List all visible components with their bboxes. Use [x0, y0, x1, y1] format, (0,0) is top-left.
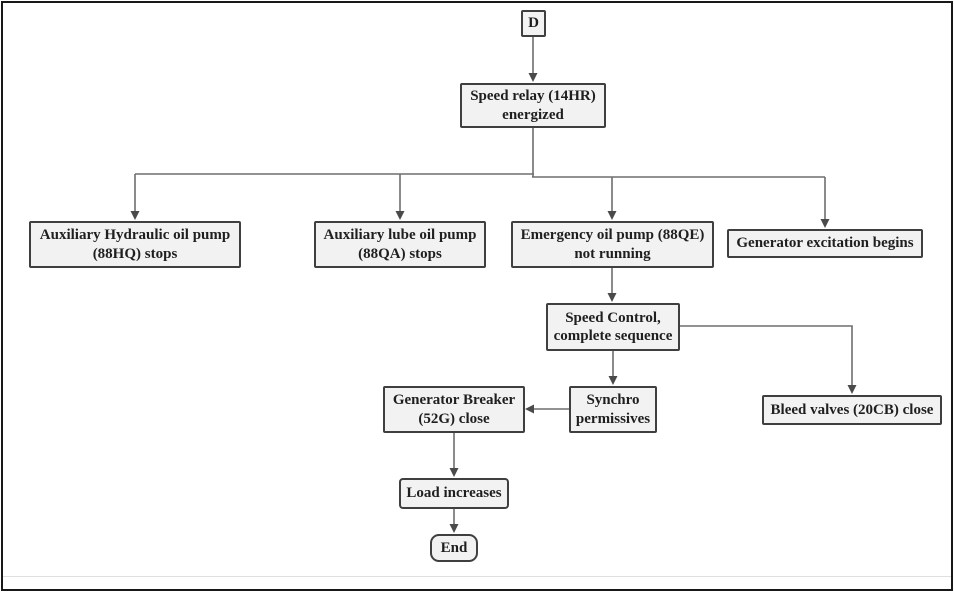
- node-gen-excitation: Generator excitation begins: [727, 229, 923, 258]
- node-start-d: D: [521, 10, 546, 37]
- node-emergency-pump: Emergency oil pump (88QE) not running: [511, 221, 714, 268]
- node-bleed-valves: Bleed valves (20CB) close: [762, 395, 942, 425]
- node-aux-lube-pump: Auxiliary lube oil pump (88QA) stops: [314, 221, 486, 268]
- node-gen-breaker: Generator Breaker (52G) close: [383, 386, 525, 433]
- node-aux-hydraulic-pump: Auxiliary Hydraulic oil pump (88HQ) stop…: [29, 221, 241, 268]
- node-speed-control: Speed Control, complete sequence: [546, 303, 680, 351]
- node-synchro-permissives: Synchro permissives: [569, 386, 657, 433]
- edge-speed-control-to-bleed-valves: [680, 325, 857, 394]
- node-end: End: [430, 534, 478, 562]
- node-load-increases: Load increases: [399, 478, 509, 509]
- faint-horizontal-rule: [3, 576, 951, 577]
- node-speed-relay: Speed relay (14HR) energized: [460, 83, 606, 128]
